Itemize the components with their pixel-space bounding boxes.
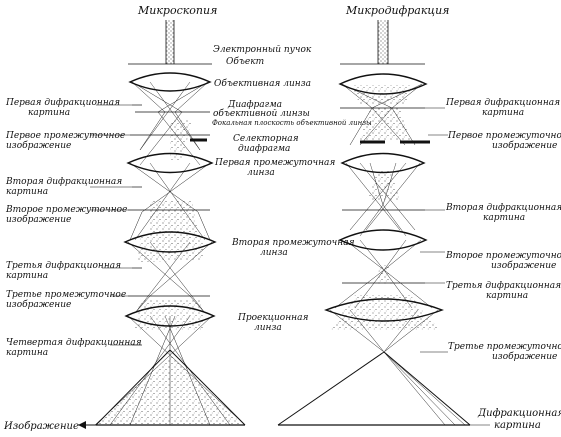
objective-lens-left	[128, 72, 212, 92]
label-projection-line2: линза	[254, 323, 282, 333]
plane-markers-right	[340, 107, 430, 284]
right-image-2-line1: Второе промежуточное	[445, 251, 561, 261]
image-cone	[95, 349, 246, 426]
left-diffraction-2-line1: Вторая дифракционная	[5, 177, 122, 187]
left-final-image: Изображение	[3, 421, 79, 432]
right-image-3-line1: Третье промежуточное	[448, 342, 561, 352]
left-diffraction-4-line1: Четвертая дифракционная	[6, 338, 142, 348]
label-first-intermediate-line1: Первая промежуточная	[214, 158, 335, 168]
right-final-diffraction-line2: картина	[494, 420, 541, 431]
right-diffraction-2-line2: картина	[483, 213, 525, 223]
left-diffraction-1-line2: картина	[28, 108, 70, 118]
right-leader-lines	[420, 107, 490, 426]
first-intermediate-lens-right	[340, 152, 426, 174]
right-image-2-line2: изображение	[491, 260, 556, 271]
title-microscopy: Микроскопия	[137, 4, 217, 17]
second-intermediate-lens-left	[123, 231, 217, 253]
left-diffraction-1-line1: Первая дифракционная	[5, 98, 120, 108]
right-diffraction-2-line1: Вторая дифракционная	[445, 203, 561, 213]
incoming-beam-right	[377, 20, 389, 64]
label-object: Объект	[226, 56, 264, 67]
incoming-beam	[165, 20, 175, 64]
label-aperture-line2: объективной линзы	[213, 108, 310, 119]
projection-lens-right	[324, 298, 444, 322]
right-diffraction-3-line2: картина	[486, 291, 528, 301]
label-focal-plane: Фокальная плоскость объективной линзы	[212, 119, 372, 127]
left-leader-lines	[90, 104, 132, 346]
left-image-3-line1: Третье промежуточное	[6, 290, 126, 300]
right-image-3-line2: изображение	[492, 351, 557, 362]
ray-paths-left	[94, 81, 246, 426]
left-diffraction-3-line1: Третья дифракционная	[6, 261, 121, 271]
right-diffraction-1-line2: картина	[482, 108, 524, 118]
objective-lens-right	[338, 73, 428, 95]
stippled-beam-regions-right	[330, 85, 440, 330]
label-selector-line2: диафрагма	[238, 144, 290, 154]
second-intermediate-lens-right	[338, 229, 428, 251]
left-image-1-line1: Первое промежуточное	[5, 131, 125, 141]
label-first-intermediate-line2: линза	[247, 168, 275, 178]
microscopy-column	[78, 20, 246, 429]
label-electron-beam: Электронный пучок	[213, 45, 312, 55]
label-aperture-line1: Диафрагма	[227, 100, 282, 110]
right-diffraction-1-line1: Первая дифракционная	[445, 98, 560, 108]
right-image-1-line2: изображение	[492, 140, 557, 151]
left-image-2-line2: изображение	[6, 214, 71, 225]
diffraction-cone	[277, 351, 471, 426]
plane-markers-left	[128, 104, 210, 346]
label-second-intermediate-line2: линза	[260, 248, 288, 258]
left-image-2-line1: Второе промежуточное	[5, 205, 127, 215]
title-microdiffraction: Микродифракция	[345, 4, 449, 17]
label-projection-line1: Проекционная	[237, 313, 308, 323]
right-final-diffraction-line1: Дифракционная	[477, 408, 561, 419]
left-image-1-line2: изображение	[6, 140, 71, 151]
left-image-3-line2: изображение	[6, 299, 71, 310]
right-image-1-line1: Первое промежуточное	[447, 131, 561, 141]
left-diffraction-4-line2: картина	[6, 348, 48, 358]
first-intermediate-lens-left	[126, 152, 214, 174]
image-arrow	[78, 421, 96, 429]
label-second-intermediate-line1: Вторая промежуточная	[231, 238, 355, 248]
microdiffraction-column	[277, 20, 490, 426]
label-objective-lens: Объективная линза	[214, 78, 311, 89]
label-selector-line1: Селекторная	[233, 134, 299, 144]
projection-lens-left	[124, 305, 216, 327]
left-diffraction-3-line2: картина	[6, 271, 48, 281]
right-diffraction-3-line1: Третья дифракционная	[446, 281, 561, 291]
left-diffraction-2-line2: картина	[6, 187, 48, 197]
